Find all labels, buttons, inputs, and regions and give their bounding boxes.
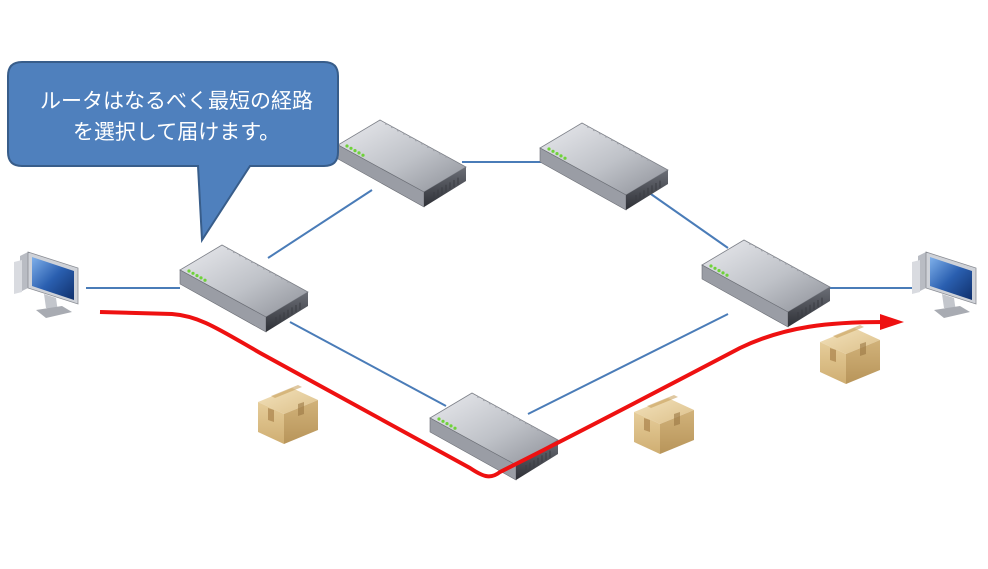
router-top-left — [337, 119, 467, 208]
shortest-route-path — [99, 310, 885, 479]
router-bottom — [429, 392, 559, 481]
callout-bubble — [7, 61, 339, 244]
network-links — [86, 161, 912, 415]
callout-text: ルータはなるべく最短の経路 を選択して届けます。 — [24, 86, 329, 148]
monitor-icon — [13, 251, 79, 319]
package-icon — [634, 395, 694, 454]
link-router-left-bottom — [289, 321, 447, 407]
router-right — [701, 239, 831, 328]
link-top-right-right — [647, 191, 729, 249]
link-bottom-router-right — [527, 313, 729, 415]
callout-line-1: ルータはなるべく最短の経路 — [40, 89, 313, 113]
package-icon — [258, 385, 318, 444]
link-router-left-top-left — [267, 189, 373, 259]
callout-line-2: を選択して届けます。 — [72, 120, 281, 144]
route-arrowhead — [880, 314, 904, 330]
package-icon — [820, 325, 880, 384]
router-top-right — [539, 122, 669, 211]
monitor-icon — [911, 251, 977, 319]
